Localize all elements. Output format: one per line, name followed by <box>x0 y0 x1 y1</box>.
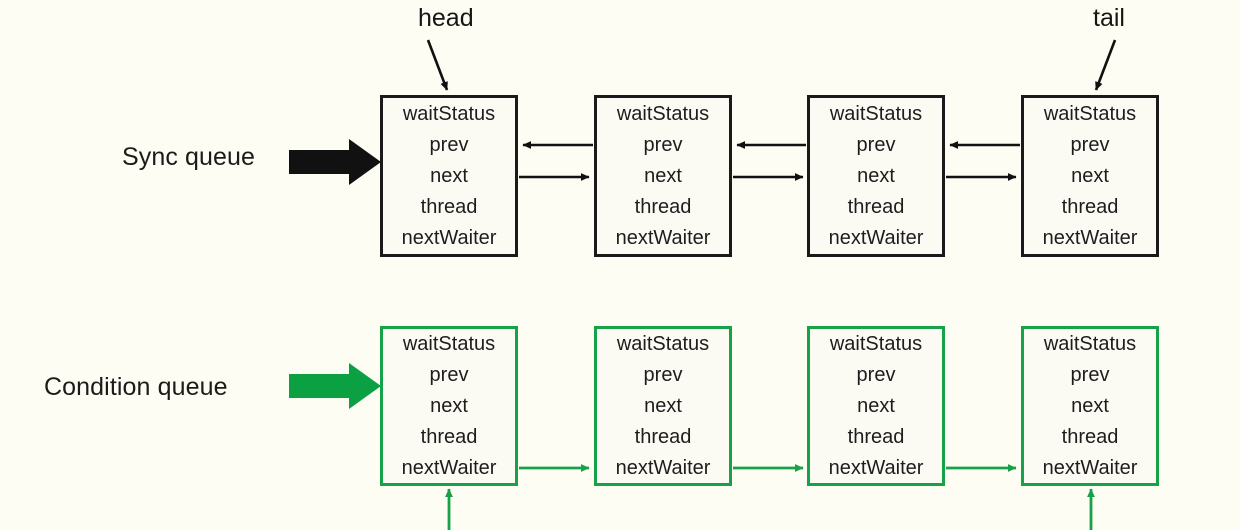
field-prev: prev <box>429 363 469 386</box>
field-thread: thread <box>847 425 905 448</box>
field-nextWaiter: nextWaiter <box>1042 456 1138 479</box>
sync-node-2: waitStatus prev next thread nextWaiter <box>594 95 732 257</box>
field-prev: prev <box>643 133 683 156</box>
sync-node-3: waitStatus prev next thread nextWaiter <box>807 95 945 257</box>
field-thread: thread <box>1061 425 1119 448</box>
field-thread: thread <box>420 195 478 218</box>
condition-queue-label: Condition queue <box>44 373 228 401</box>
field-prev: prev <box>856 133 896 156</box>
field-waitStatus: waitStatus <box>402 102 496 125</box>
field-nextWaiter: nextWaiter <box>828 226 924 249</box>
head-pointer-label: head <box>418 4 474 32</box>
field-waitStatus: waitStatus <box>1043 102 1137 125</box>
field-nextWaiter: nextWaiter <box>615 226 711 249</box>
field-waitStatus: waitStatus <box>829 332 923 355</box>
field-next: next <box>1071 164 1109 187</box>
field-next: next <box>1071 394 1109 417</box>
field-nextWaiter: nextWaiter <box>401 456 497 479</box>
condition-node-4: waitStatus prev next thread nextWaiter <box>1021 326 1159 486</box>
sync-queue-block-arrow <box>289 139 381 185</box>
field-nextWaiter: nextWaiter <box>1042 226 1138 249</box>
field-next: next <box>430 164 468 187</box>
field-thread: thread <box>634 425 692 448</box>
condition-node-3: waitStatus prev next thread nextWaiter <box>807 326 945 486</box>
field-prev: prev <box>1070 133 1110 156</box>
field-nextWaiter: nextWaiter <box>828 456 924 479</box>
field-thread: thread <box>420 425 478 448</box>
field-waitStatus: waitStatus <box>616 102 710 125</box>
field-waitStatus: waitStatus <box>402 332 496 355</box>
field-next: next <box>857 394 895 417</box>
field-thread: thread <box>634 195 692 218</box>
sync-node-4: waitStatus prev next thread nextWaiter <box>1021 95 1159 257</box>
tail-pointer-label: tail <box>1093 4 1125 32</box>
tail-pointer-arrow <box>1094 39 1117 91</box>
field-next: next <box>644 164 682 187</box>
field-prev: prev <box>1070 363 1110 386</box>
field-prev: prev <box>856 363 896 386</box>
field-nextWaiter: nextWaiter <box>401 226 497 249</box>
field-thread: thread <box>847 195 905 218</box>
field-next: next <box>857 164 895 187</box>
field-nextWaiter: nextWaiter <box>615 456 711 479</box>
field-next: next <box>644 394 682 417</box>
field-next: next <box>430 394 468 417</box>
condition-node-2: waitStatus prev next thread nextWaiter <box>594 326 732 486</box>
field-waitStatus: waitStatus <box>616 332 710 355</box>
field-prev: prev <box>643 363 683 386</box>
field-thread: thread <box>1061 195 1119 218</box>
field-waitStatus: waitStatus <box>1043 332 1137 355</box>
field-prev: prev <box>429 133 469 156</box>
head-pointer-arrow <box>426 39 449 91</box>
condition-node-1: waitStatus prev next thread nextWaiter <box>380 326 518 486</box>
condition-queue-block-arrow <box>289 363 381 409</box>
sync-node-1: waitStatus prev next thread nextWaiter <box>380 95 518 257</box>
sync-queue-label: Sync queue <box>122 143 256 171</box>
field-waitStatus: waitStatus <box>829 102 923 125</box>
